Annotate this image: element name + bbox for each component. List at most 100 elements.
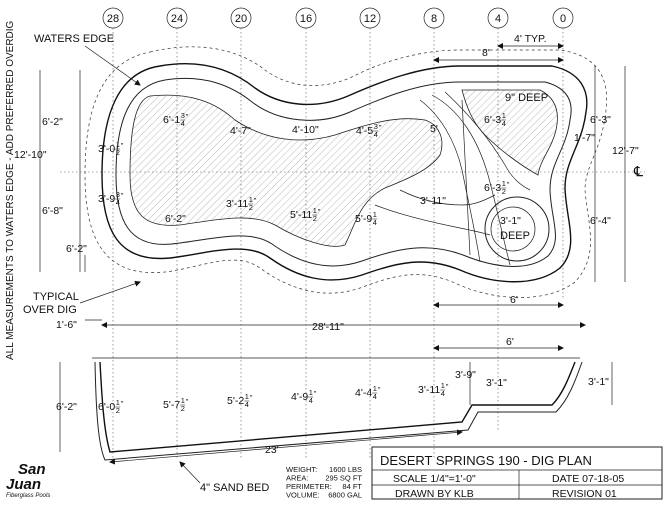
- svg-text:4'-10": 4'-10": [292, 124, 319, 136]
- spec-value-0: 1600 LBS: [329, 465, 362, 474]
- svg-text:": ": [507, 180, 510, 189]
- station-12: 12: [359, 7, 381, 29]
- svg-text:3: 3: [374, 122, 378, 131]
- logo-line1: San: [18, 461, 46, 478]
- section-inner-shell: [94, 361, 583, 461]
- station-4: 4: [487, 7, 509, 29]
- step-contours: [374, 91, 531, 266]
- svg-text:1: 1: [502, 111, 506, 120]
- logo-line2: Juan: [6, 476, 41, 493]
- svg-text:4'-4: 4'-4: [355, 387, 372, 399]
- sec-dim-right-3-1: 3'-1": [588, 376, 609, 388]
- svg-text:": ": [121, 399, 124, 408]
- deep-circle-inner: [490, 206, 536, 252]
- spec-label-0: WEIGHT:: [286, 465, 317, 474]
- station-24: 24: [166, 7, 188, 29]
- svg-text:4: 4: [116, 198, 120, 207]
- dim-bottom-6: 6': [510, 294, 518, 306]
- sand-bed-label: 4" SAND BED: [200, 482, 269, 494]
- svg-text:5'-11: 5'-11: [290, 209, 312, 221]
- svg-text:2: 2: [502, 187, 506, 196]
- svg-text:": ": [121, 191, 124, 200]
- svg-text:1: 1: [245, 392, 249, 401]
- svg-text:2: 2: [249, 203, 253, 212]
- svg-text:24: 24: [171, 13, 183, 25]
- dim-right-12-7: 12'-7": [612, 145, 639, 157]
- station-20: 20: [230, 7, 252, 29]
- dim-left-6-2-top: 6'-2": [42, 116, 63, 128]
- svg-text:4'-9: 4'-9: [291, 391, 308, 403]
- svg-text:6'-3: 6'-3: [484, 114, 501, 126]
- svg-text:": ": [446, 382, 449, 391]
- dim-right-1-7: 1'-7": [574, 132, 595, 144]
- svg-text:": ": [254, 196, 257, 205]
- svg-text:": ": [250, 393, 253, 402]
- svg-text:28: 28: [107, 13, 119, 25]
- station-8: 8: [423, 7, 445, 29]
- svg-text:1: 1: [373, 384, 377, 393]
- sec-dim-top-6: 6': [506, 336, 514, 348]
- svg-text:6'-0: 6'-0: [98, 401, 115, 413]
- station-28: 28: [102, 7, 124, 29]
- svg-text:5'-7: 5'-7: [163, 399, 180, 411]
- over-dig-label: OVER DIG: [23, 304, 77, 316]
- dim-left-6-8: 6'-8": [42, 205, 63, 217]
- sec-dim-length-23: 23': [265, 444, 279, 456]
- svg-text:1: 1: [116, 398, 120, 407]
- dim-left-12-10: 12'-10": [14, 149, 47, 161]
- station-markers: 28 24 20 16 12 8 4 0: [102, 7, 574, 29]
- svg-text:3'-11: 3'-11: [418, 384, 440, 396]
- svg-text:8: 8: [431, 13, 437, 25]
- svg-text:3'-9: 3'-9: [98, 193, 115, 205]
- svg-text:4: 4: [181, 119, 185, 128]
- svg-text:": ": [318, 207, 321, 216]
- spec-value-3: 6800 GAL: [328, 491, 362, 500]
- pool-outer-shell: [101, 62, 588, 283]
- svg-text:5': 5': [430, 123, 438, 135]
- plan-dimension-lines: [39, 43, 626, 328]
- title-text: DESERT SPRINGS 190 - DIG PLAN: [380, 453, 592, 468]
- svg-text:3: 3: [181, 111, 185, 120]
- centerline-symbol: ℄: [633, 163, 643, 179]
- svg-text:0: 0: [560, 13, 566, 25]
- svg-text:3'-11": 3'-11": [420, 195, 446, 207]
- svg-text:4: 4: [374, 130, 378, 139]
- logo-sub: Fiberglass Pools: [6, 493, 50, 499]
- dim-left-6-2-bottom: 6'-2": [66, 243, 87, 255]
- station-lines: [112, 28, 564, 460]
- svg-text:3: 3: [116, 190, 120, 199]
- svg-text:5'-9: 5'-9: [355, 213, 372, 225]
- svg-text:4: 4: [309, 396, 313, 405]
- plan-width-11: 3'-11": [420, 195, 446, 207]
- svg-text:3'-11: 3'-11: [226, 198, 248, 210]
- sec-dim-left-6-2: 6'-2": [56, 401, 77, 413]
- svg-text:4'-7": 4'-7": [230, 125, 251, 137]
- svg-text:16: 16: [300, 13, 312, 25]
- deep-circle-outer: [484, 196, 550, 262]
- waters-edge-label: WATERS EDGE: [34, 33, 114, 45]
- svg-text:1: 1: [441, 381, 445, 390]
- svg-text:": ": [379, 123, 382, 132]
- svg-text:1: 1: [116, 140, 120, 149]
- svg-text:1: 1: [309, 388, 313, 397]
- dim-overall-28-11: 28'-11": [312, 321, 344, 333]
- svg-text:1: 1: [373, 210, 377, 219]
- svg-text:4: 4: [373, 218, 377, 227]
- spec-label-2: PERIMETER:: [286, 482, 332, 491]
- dim-top-8: 8': [482, 47, 490, 59]
- svg-text:6'-2": 6'-2": [165, 213, 186, 225]
- overdig-outline: [84, 46, 607, 298]
- station-0: 0: [552, 7, 574, 29]
- svg-text:6'-1: 6'-1: [163, 114, 180, 126]
